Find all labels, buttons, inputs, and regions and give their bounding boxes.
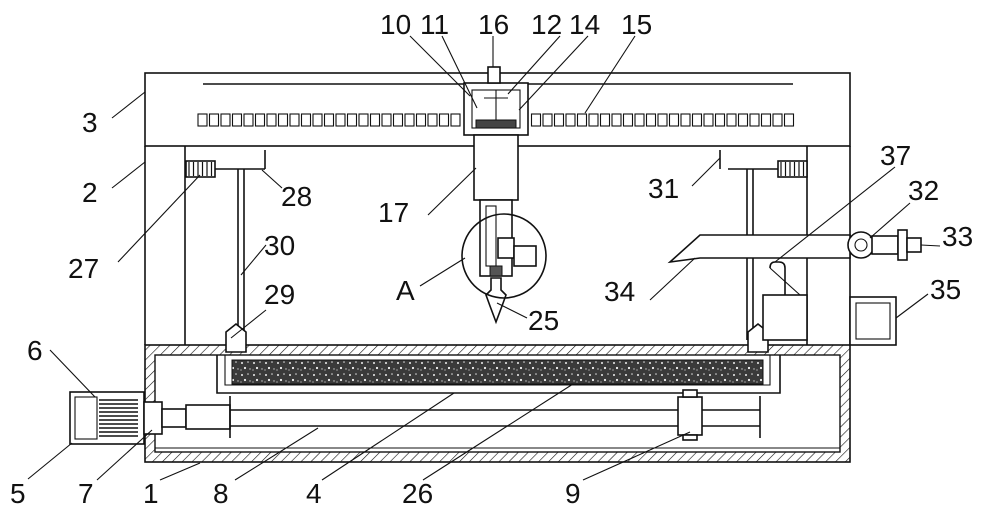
rack-tooth [415,113,427,127]
rack-tooth [599,113,611,127]
rack-tooth [553,113,565,127]
cooling-system [667,229,922,346]
rack-teeth [197,113,795,127]
rack-tooth [427,113,438,127]
label-16: 16 [478,9,509,40]
rack-tooth [358,113,369,127]
label-35: 35 [930,274,961,305]
rack-tooth [346,113,358,127]
left-clamp [185,150,266,353]
rack-tooth [450,113,461,127]
label-2: 2 [82,177,98,208]
rack-tooth [576,113,588,127]
rack-tooth [611,113,622,127]
part-labels: 10 11 16 12 14 15 3 2 27 28 30 29 17 A 2… [10,9,973,509]
rack-tooth [565,113,576,127]
rack-tooth [760,113,772,127]
leader-lines [27,35,941,481]
label-30: 30 [264,230,295,261]
label-1: 1 [143,478,159,509]
label-10: 10 [380,9,411,40]
rack-tooth [312,113,323,127]
rack-tooth [703,113,714,127]
rack-tooth [289,113,300,127]
motor-fins [99,399,138,437]
label-12: 12 [531,9,562,40]
rack-tooth [714,113,726,127]
rack-tooth [197,113,208,127]
label-9: 9 [565,478,581,509]
label-28: 28 [281,181,312,212]
rack-tooth [737,113,749,127]
label-29: 29 [264,279,295,310]
rack-tooth [645,113,657,127]
label-17: 17 [378,197,409,228]
rack-tooth [772,113,783,127]
rack-tooth [668,113,680,127]
rack-tooth [691,113,703,127]
label-34: 34 [604,276,635,307]
rack-tooth [277,113,289,127]
label-3: 3 [82,107,98,138]
label-11: 11 [420,9,449,40]
label-37: 37 [880,140,911,171]
label-8: 8 [213,478,229,509]
rack-tooth [783,113,795,127]
label-6: 6 [27,335,43,366]
label-25: 25 [528,305,559,336]
rack-tooth [208,113,220,127]
label-A: A [396,275,415,306]
rack-tooth [231,113,243,127]
rack-tooth [726,113,737,127]
rack-tooth [657,113,668,127]
rack-tooth [438,113,450,127]
label-33: 33 [942,221,973,252]
label-4: 4 [306,478,322,509]
rack-tooth [530,113,542,127]
rack-tooth [542,113,553,127]
label-5: 5 [10,478,26,509]
label-15: 15 [621,9,652,40]
spindle [461,134,547,325]
label-14: 14 [569,9,600,40]
rack-tooth [680,113,691,127]
rack-tooth [300,113,312,127]
rack-tooth [392,113,404,127]
rack-tooth [588,113,599,127]
label-32: 32 [908,175,939,206]
rack-tooth [254,113,266,127]
rack-tooth [266,113,277,127]
carriage [463,66,529,136]
rack-tooth [335,113,346,127]
label-31: 31 [648,173,679,204]
worktable [216,355,781,394]
rack-tooth [634,113,645,127]
lead-screw-assembly [69,389,761,445]
rack-tooth [622,113,634,127]
rack-tooth [369,113,381,127]
rack-tooth [323,113,335,127]
rack-tooth [243,113,254,127]
rack-tooth [220,113,231,127]
rack-tooth [381,113,392,127]
rack-tooth [404,113,415,127]
label-27: 27 [68,253,99,284]
label-26: 26 [402,478,433,509]
rack-tooth [749,113,760,127]
label-7: 7 [78,478,94,509]
